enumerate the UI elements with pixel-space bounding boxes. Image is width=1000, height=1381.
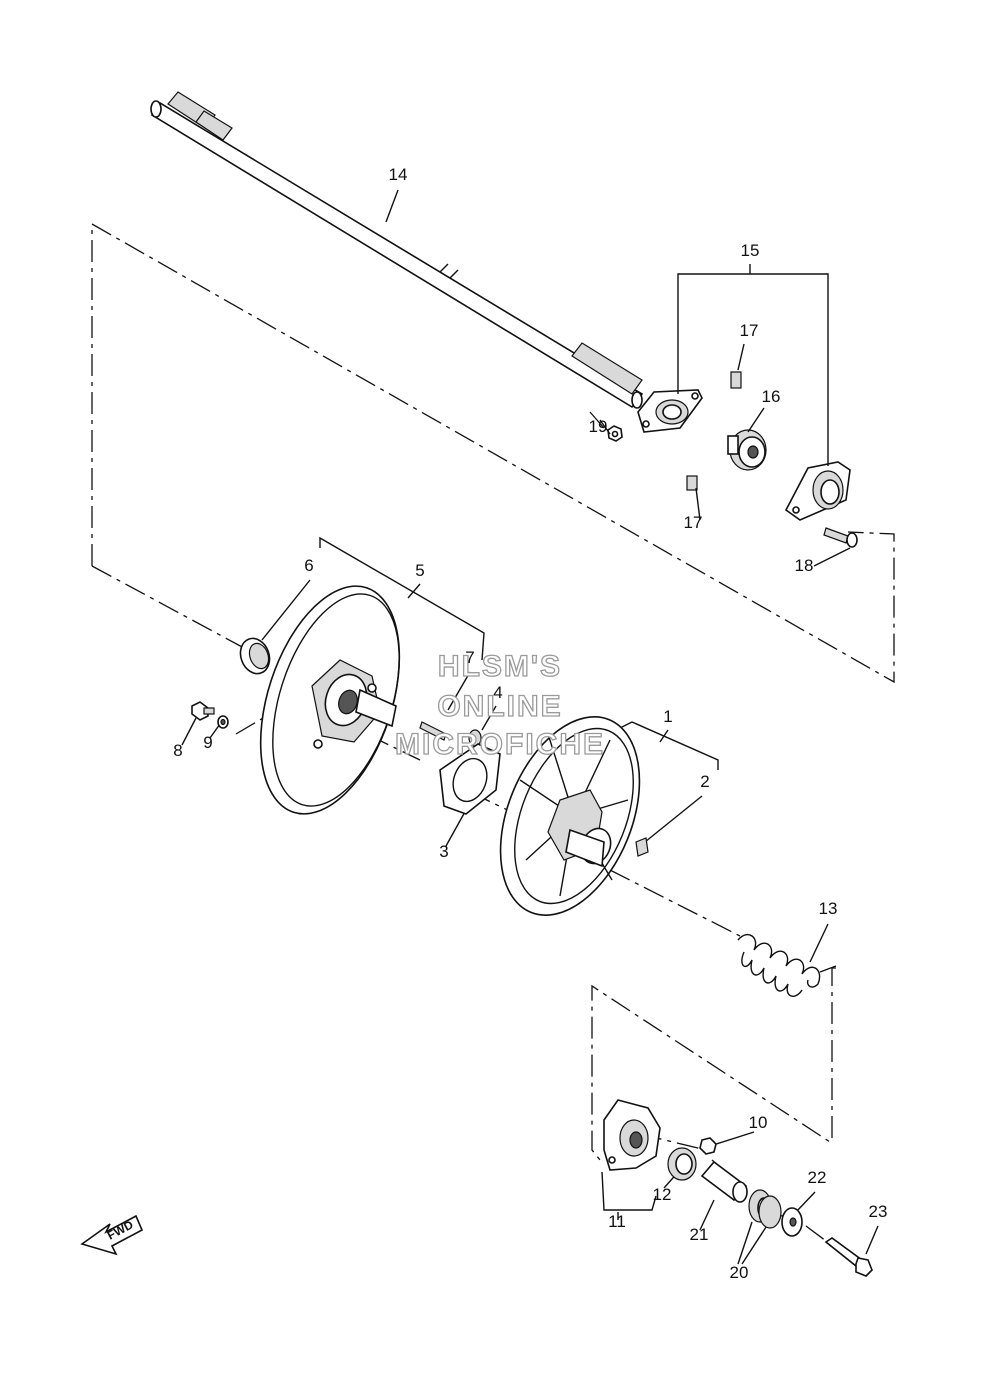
callout-c4: 4 — [493, 683, 502, 702]
callout-c13: 13 — [819, 899, 838, 918]
callout-c18: 18 — [795, 556, 814, 575]
cam-assembly — [603, 1099, 873, 1277]
callout-c2: 2 — [700, 772, 709, 791]
callout-c9: 9 — [203, 733, 212, 752]
leader-lines — [181, 189, 879, 1265]
callout-c23: 23 — [869, 1202, 888, 1221]
callout-c10: 10 — [749, 1113, 768, 1132]
fixed-sheave-assembly — [499, 716, 649, 916]
callout-c5: 5 — [415, 561, 424, 580]
forward-direction-indicator: FWD — [80, 1214, 144, 1256]
callout-c22: 22 — [808, 1168, 827, 1187]
callout-c17a: 17 — [740, 321, 759, 340]
callout-c1: 1 — [663, 707, 672, 726]
callout-c20: 20 — [730, 1263, 749, 1282]
watermark-line-3: MICROFICHE — [395, 728, 605, 761]
callout-c3: 3 — [439, 842, 448, 861]
bearing-housing-assembly — [607, 371, 858, 548]
watermark: HLSM'S ONLINE MICROFICHE — [394, 649, 605, 761]
callout-c7: 7 — [465, 648, 474, 667]
callout-c16: 16 — [762, 387, 781, 406]
callout-c6: 6 — [304, 556, 313, 575]
sliding-sheave-assembly — [191, 585, 482, 815]
callout-c19: 19 — [589, 417, 608, 436]
drive-shaft — [150, 91, 644, 409]
torque-spring — [737, 934, 837, 997]
callout-c15: 15 — [741, 241, 760, 260]
watermark-line-1: HLSM'S — [438, 650, 562, 683]
callout-c12: 12 — [653, 1185, 672, 1204]
watermark-line-2: ONLINE — [437, 690, 562, 723]
callout-c14: 14 — [389, 165, 408, 184]
gasket-plate — [439, 743, 501, 815]
callout-c11: 11 — [608, 1212, 626, 1231]
callout-c21: 21 — [690, 1225, 709, 1244]
callout-c8: 8 — [173, 741, 182, 760]
callout-c17b: 17 — [684, 513, 703, 532]
